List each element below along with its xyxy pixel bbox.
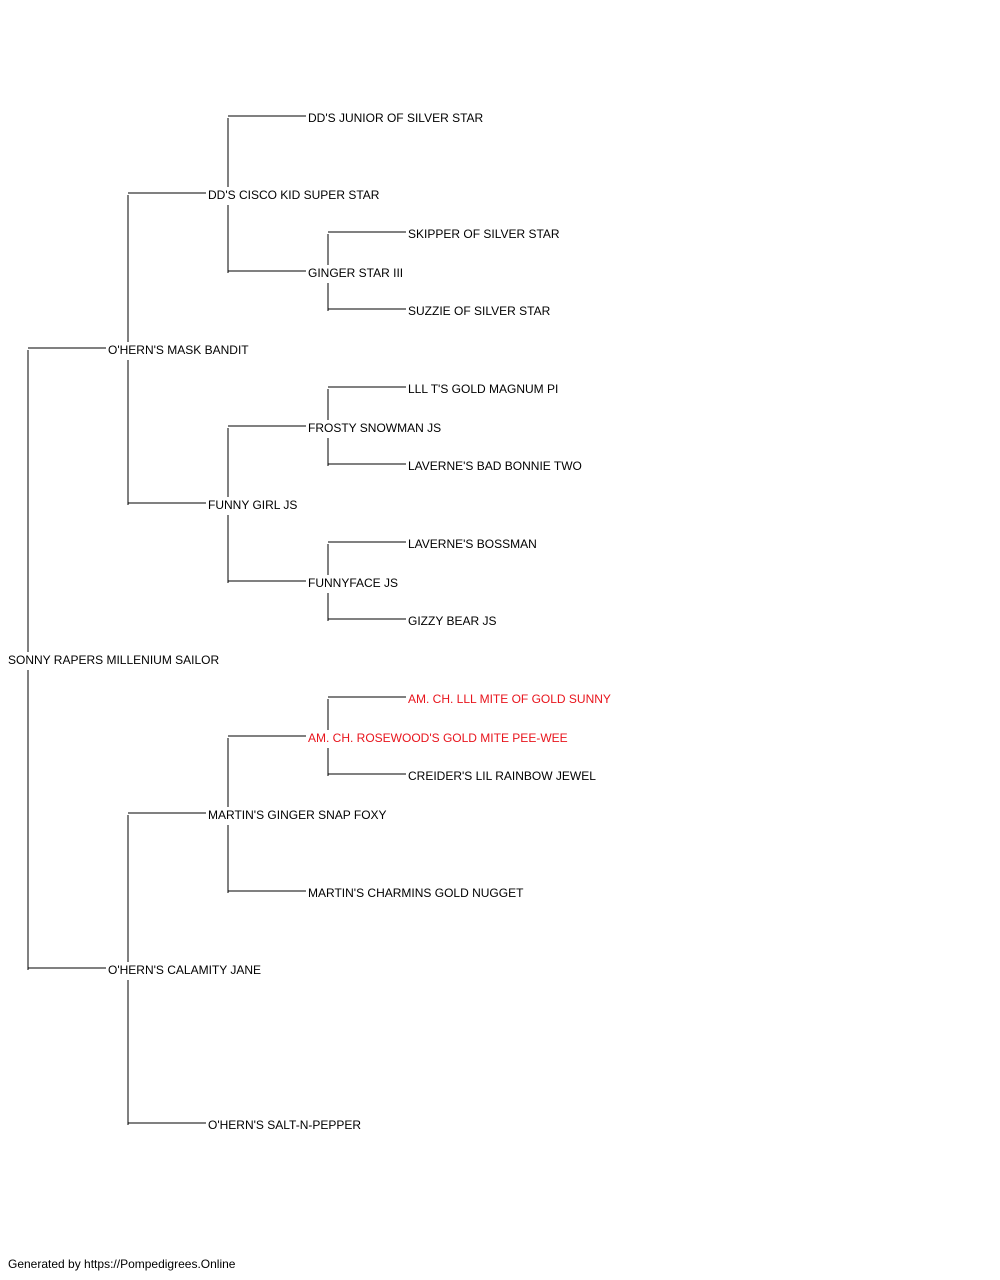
- dog-name-funnyface-js: FUNNYFACE JS: [308, 576, 398, 590]
- dog-name-dd-s-cisco-kid-super-star: DD'S CISCO KID SUPER STAR: [208, 188, 380, 202]
- dog-name-frosty-snowman-js: FROSTY SNOWMAN JS: [308, 421, 441, 435]
- dog-name-martin-s-charmins-gold-nugget: MARTIN'S CHARMINS GOLD NUGGET: [308, 886, 524, 900]
- dog-name-o-hern-s-calamity-jane: O'HERN'S CALAMITY JANE: [108, 963, 261, 977]
- dog-name-gizzy-bear-js: GIZZY BEAR JS: [408, 614, 496, 628]
- dog-name-suzzie-of-silver-star: SUZZIE OF SILVER STAR: [408, 304, 551, 318]
- footer-credit: Generated by https://Pompedigrees.Online: [8, 1257, 236, 1271]
- dog-name-laverne-s-bad-bonnie-two: LAVERNE'S BAD BONNIE TWO: [408, 459, 582, 473]
- dog-name-skipper-of-silver-star: SKIPPER OF SILVER STAR: [408, 227, 560, 241]
- dog-name-o-hern-s-mask-bandit: O'HERN'S MASK BANDIT: [108, 343, 249, 357]
- dog-name-ginger-star-iii: GINGER STAR III: [308, 266, 403, 280]
- dog-name-am-ch-lll-mite-of-gold-sunny: AM. CH. LLL MITE OF GOLD SUNNY: [408, 692, 611, 706]
- dog-name-o-hern-s-salt-n-pepper: O'HERN'S SALT-N-PEPPER: [208, 1118, 361, 1132]
- dog-name-sonny-rapers-millenium-sailor: SONNY RAPERS MILLENIUM SAILOR: [8, 653, 220, 667]
- dog-name-am-ch-rosewood-s-gold-mite-pee-wee: AM. CH. ROSEWOOD'S GOLD MITE PEE-WEE: [308, 731, 568, 745]
- dog-name-martin-s-ginger-snap-foxy: MARTIN'S GINGER SNAP FOXY: [208, 808, 387, 822]
- dog-name-lll-t-s-gold-magnum-pi: LLL T'S GOLD MAGNUM PI: [408, 382, 558, 396]
- dog-name-dd-s-junior-of-silver-star: DD'S JUNIOR OF SILVER STAR: [308, 111, 484, 125]
- dog-name-creider-s-lil-rainbow-jewel: CREIDER'S LIL RAINBOW JEWEL: [408, 769, 596, 783]
- dog-name-laverne-s-bossman: LAVERNE'S BOSSMAN: [408, 537, 537, 551]
- dog-name-funny-girl-js: FUNNY GIRL JS: [208, 498, 297, 512]
